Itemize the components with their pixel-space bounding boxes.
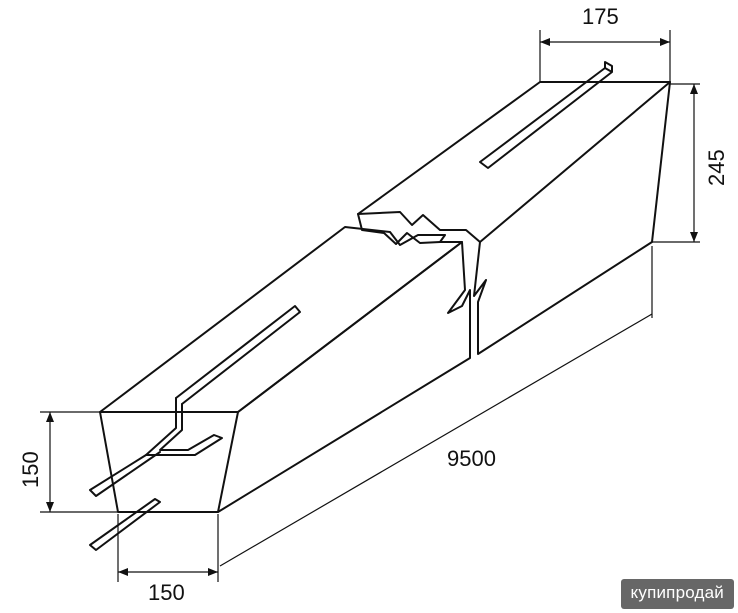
rebar-upper-end: [89, 451, 161, 497]
dimension-bottom-height: 150: [18, 451, 43, 488]
dimension-arrows: [46, 38, 698, 576]
dimension-length: 9500: [447, 446, 496, 471]
rebar-top-right: [479, 61, 613, 169]
dimension-top-width: 175: [582, 4, 619, 29]
dimension-lines: [40, 30, 700, 582]
back-block-top-face: [357, 81, 671, 243]
front-block-side-face: [217, 241, 471, 513]
fracture-line: [357, 213, 441, 245]
rebar-lower-end: [89, 498, 161, 551]
back-block-side-face: [473, 81, 671, 355]
watermark-badge: купипродай: [620, 579, 734, 609]
dimension-bottom-width: 150: [148, 580, 185, 605]
front-block-top-face: [99, 226, 463, 413]
rebar-top-left: [175, 305, 301, 405]
watermark-text: купипродай: [630, 583, 724, 602]
front-block-end-face: [99, 411, 239, 513]
dimension-end-height: 245: [704, 149, 729, 186]
rebar-bend: [145, 397, 223, 456]
